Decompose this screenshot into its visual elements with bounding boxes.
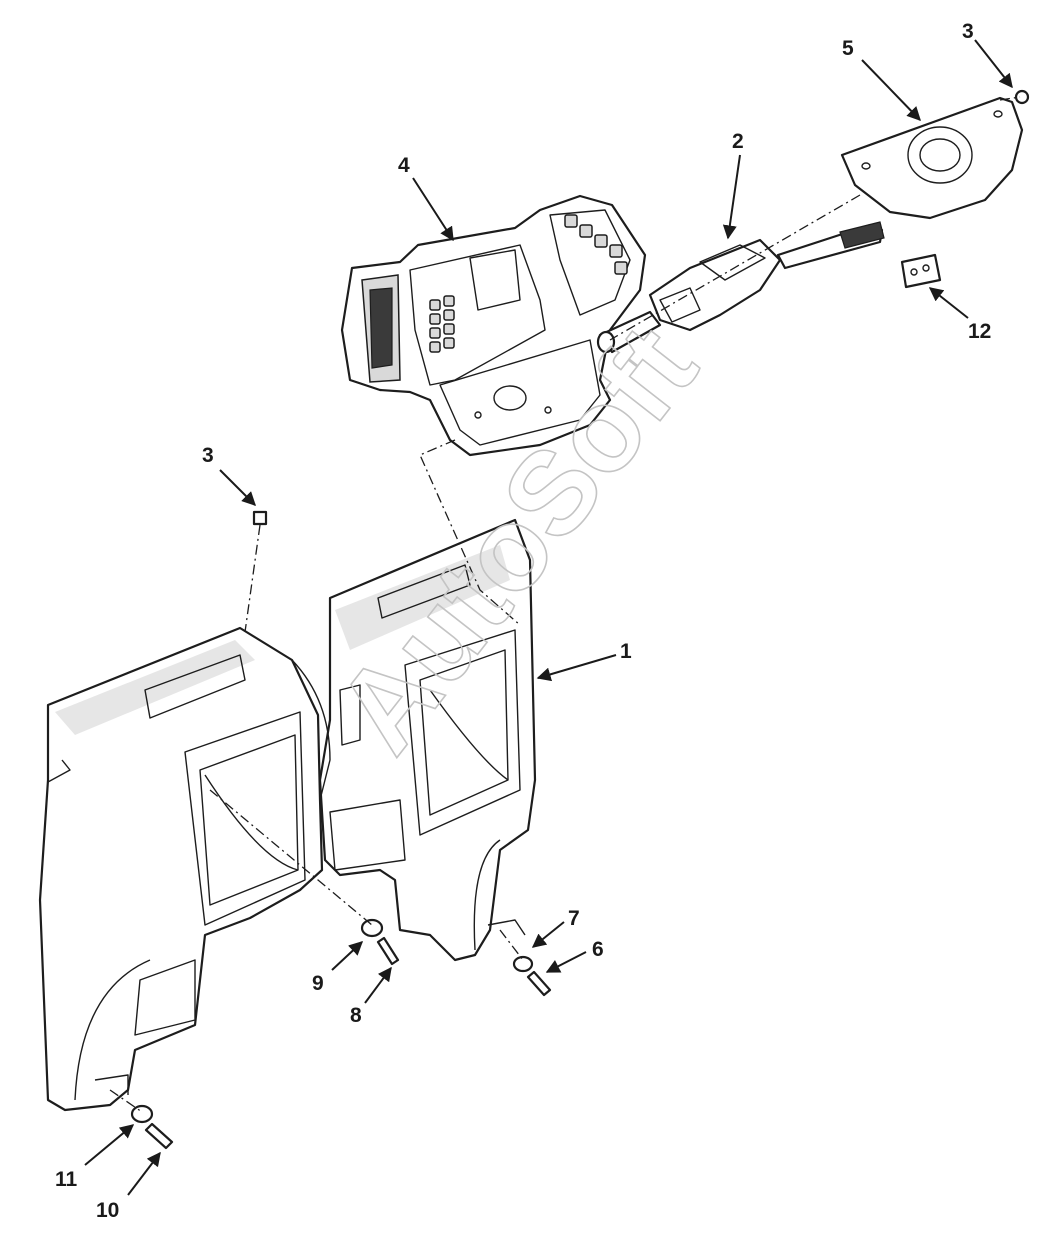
callout-2: 2 — [732, 130, 744, 153]
instrument-cluster-part — [340, 194, 647, 457]
callout-3-top: 3 — [962, 20, 974, 43]
callout-4: 4 — [398, 154, 410, 177]
screw-3-top-icon — [1014, 89, 1030, 105]
washer-9-icon — [360, 918, 384, 938]
clip-part-12 — [900, 253, 942, 289]
callout-12: 12 — [968, 320, 991, 343]
screw-3-left-icon — [252, 510, 268, 526]
cluster-button-grid — [429, 214, 628, 353]
washer-7-icon — [512, 955, 534, 973]
callout-1: 1 — [620, 640, 632, 663]
callout-10: 10 — [96, 1199, 119, 1222]
callout-5: 5 — [842, 37, 854, 60]
hardware-parts — [130, 89, 1030, 1150]
column-switch-part — [596, 221, 885, 354]
washer-11-icon — [130, 1104, 154, 1124]
callout-6: 6 — [592, 938, 604, 961]
dash-lower-panel-part — [38, 518, 537, 1112]
callout-labels: 1 2 3 3 4 5 6 7 8 9 10 11 12 — [55, 20, 991, 1222]
callout-11: 11 — [55, 1168, 78, 1191]
callout-leaders — [84, 39, 1013, 1196]
callout-9: 9 — [312, 972, 324, 995]
callout-7: 7 — [568, 907, 580, 930]
bolt-8-icon — [376, 936, 400, 966]
callout-3-left: 3 — [202, 444, 214, 467]
bolt-10-icon — [144, 1122, 174, 1150]
assembly-centerlines — [109, 96, 1021, 1113]
callout-8: 8 — [350, 1004, 362, 1027]
cover-plate-part — [840, 96, 1024, 220]
bolt-6-icon — [526, 970, 552, 997]
